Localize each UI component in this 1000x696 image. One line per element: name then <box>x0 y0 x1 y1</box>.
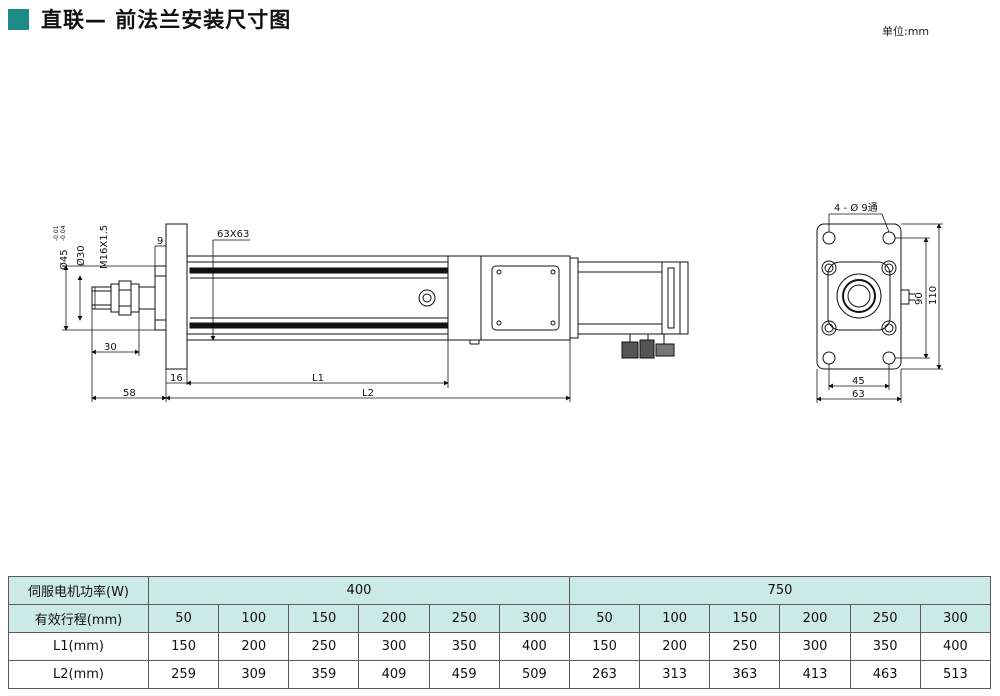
L1-cell: 400 <box>919 632 992 661</box>
L2-cell: 509 <box>498 660 570 689</box>
L1-cell: 150 <box>147 632 220 661</box>
unit-note: 单位:mm <box>882 25 930 38</box>
dim-thirty: 30 <box>104 342 117 353</box>
boss-bolt <box>881 320 897 336</box>
boss-bolt <box>881 260 897 276</box>
L2-cell: 359 <box>288 660 360 689</box>
L2-cell: 363 <box>709 660 781 689</box>
L1-cell: 200 <box>218 632 290 661</box>
dim-holes: 4 - Ø 9通 <box>834 202 878 214</box>
stroke-cell: 150 <box>288 604 360 633</box>
servo-motor <box>577 261 689 335</box>
L2-cell: 413 <box>779 660 851 689</box>
header-power: 伺服电机功率(W) <box>8 576 149 605</box>
side-block <box>900 289 910 305</box>
L2-cell: 409 <box>358 660 430 689</box>
dim-profile: 63X63 <box>217 229 249 240</box>
L1-cell: 300 <box>358 632 430 661</box>
L1-cell: 350 <box>428 632 500 661</box>
mount-hole <box>822 351 836 365</box>
stroke-cell: 250 <box>428 604 500 633</box>
dim-L2: L2 <box>362 388 374 399</box>
mount-hole <box>882 231 896 245</box>
dim-tol-upper: -0.01 <box>53 225 60 241</box>
label-L1: L1(mm) <box>8 632 149 661</box>
table-row-L2: L2(mm) 259 309 359 409 459 509 263 313 3… <box>8 660 992 689</box>
stroke-cell: 300 <box>498 604 570 633</box>
motor-flange <box>569 257 579 339</box>
motor-connectors <box>621 334 675 359</box>
mount-hole <box>882 351 896 365</box>
dim-fortyfive: 45 <box>852 376 865 387</box>
spec-table: 伺服电机功率(W) 400 750 有效行程(mm) 50 100 150 20… <box>8 576 992 689</box>
rod-nut-3 <box>130 283 140 313</box>
motor-adapter <box>447 255 482 341</box>
mount-cover <box>491 265 560 331</box>
L2-cell: 263 <box>568 660 641 689</box>
boss-bolt <box>821 320 837 336</box>
L2-cell: 313 <box>639 660 711 689</box>
front-view-dimensions <box>816 213 943 403</box>
flange-plate <box>816 223 902 370</box>
power-group-400: 400 <box>148 576 570 605</box>
L1-cell: 250 <box>709 632 781 661</box>
stroke-cell: 200 <box>358 604 430 633</box>
boss-bolt <box>821 260 837 276</box>
side-view <box>91 223 689 370</box>
L2-cell: 463 <box>849 660 921 689</box>
stroke-cell: 50 <box>147 604 220 633</box>
rod-nut-2 <box>118 280 132 316</box>
dim-nine: 9 <box>157 236 163 247</box>
sensor-hex <box>418 289 436 307</box>
page-title: 直联— 前法兰安装尺寸图 <box>41 8 292 32</box>
L1-cell: 400 <box>498 632 570 661</box>
table-row-power: 伺服电机功率(W) 400 750 <box>8 576 992 605</box>
L1-cell: 150 <box>568 632 641 661</box>
L1-cell: 300 <box>779 632 851 661</box>
motor-mount <box>480 255 571 341</box>
dim-tol-lower: -0.04 <box>60 225 67 241</box>
stroke-cell: 50 <box>568 604 641 633</box>
power-group-750: 750 <box>568 576 992 605</box>
L2-cell: 309 <box>218 660 290 689</box>
flange-boss <box>827 261 891 331</box>
dim-onetenA: 110 <box>928 286 939 305</box>
front-view <box>816 223 915 370</box>
title-bar: 直联— 前法兰安装尺寸图 <box>8 7 292 32</box>
stroke-cell: 100 <box>218 604 290 633</box>
dim-ninety: 90 <box>914 292 925 305</box>
dim-flange-dia: Ø45 <box>58 249 70 270</box>
L2-cell: 513 <box>919 660 992 689</box>
L2-cell: 259 <box>147 660 220 689</box>
mount-hole <box>822 231 836 245</box>
table-row-L1: L1(mm) 150 200 250 300 350 400 150 200 2… <box>8 632 992 661</box>
dim-sixtythree: 63 <box>852 389 865 400</box>
dim-shaft-dia: Ø30 <box>75 245 87 266</box>
dim-fiftyeight: 58 <box>123 388 136 399</box>
L1-cell: 350 <box>849 632 921 661</box>
L1-cell: 250 <box>288 632 360 661</box>
title-square-icon <box>8 8 29 30</box>
side-view-dimensions <box>62 239 571 402</box>
piston-rod <box>138 286 156 310</box>
L2-cell: 459 <box>428 660 500 689</box>
L1-cell: 200 <box>639 632 711 661</box>
dim-sixteen: 16 <box>170 373 183 384</box>
table-row-stroke: 有效行程(mm) 50 100 150 200 250 300 50 100 1… <box>8 604 992 633</box>
stroke-cell: 300 <box>919 604 992 633</box>
header-stroke: 有效行程(mm) <box>8 604 149 633</box>
stroke-cell: 250 <box>849 604 921 633</box>
dim-thread: M16X1.5 <box>99 225 110 269</box>
rod-nut-1 <box>110 283 120 313</box>
label-L2: L2(mm) <box>8 660 149 689</box>
stroke-cell: 200 <box>779 604 851 633</box>
dim-L1: L1 <box>312 373 324 384</box>
stroke-cell: 100 <box>639 604 711 633</box>
technical-drawing: Ø45 -0.01 -0.04 Ø30 M16X1.5 9 63X63 30 1… <box>53 202 943 403</box>
front-flange <box>165 223 188 370</box>
stroke-cell: 150 <box>709 604 781 633</box>
